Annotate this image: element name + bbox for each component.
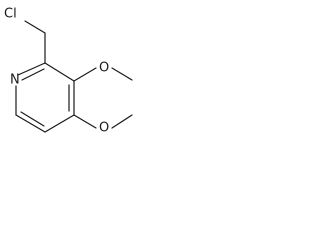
chemical-structure-diagram: Cl N O O (4, 7, 133, 136)
bond-c3-o3 (73, 67, 97, 82)
atom-label-nitrogen: N (10, 73, 20, 88)
bond-c5-c6 (15, 114, 46, 133)
bond-o3-methyl (111, 67, 133, 81)
bond-c4-o4 (73, 114, 97, 129)
bond-o4-methyl (111, 114, 133, 129)
double-bond-c2-n1 (21, 68, 45, 81)
bond-c4-c5 (44, 114, 75, 133)
atom-label-oxygen-3: O (99, 61, 109, 76)
double-bond-c5-c6 (20, 111, 45, 127)
atom-label-chlorine: Cl (4, 7, 17, 22)
bond-n1-c2 (17, 62, 46, 76)
atom-label-oxygen-4: O (99, 121, 109, 136)
bond-ch2-cl (24, 20, 46, 34)
bond-c2-c3 (44, 62, 75, 82)
